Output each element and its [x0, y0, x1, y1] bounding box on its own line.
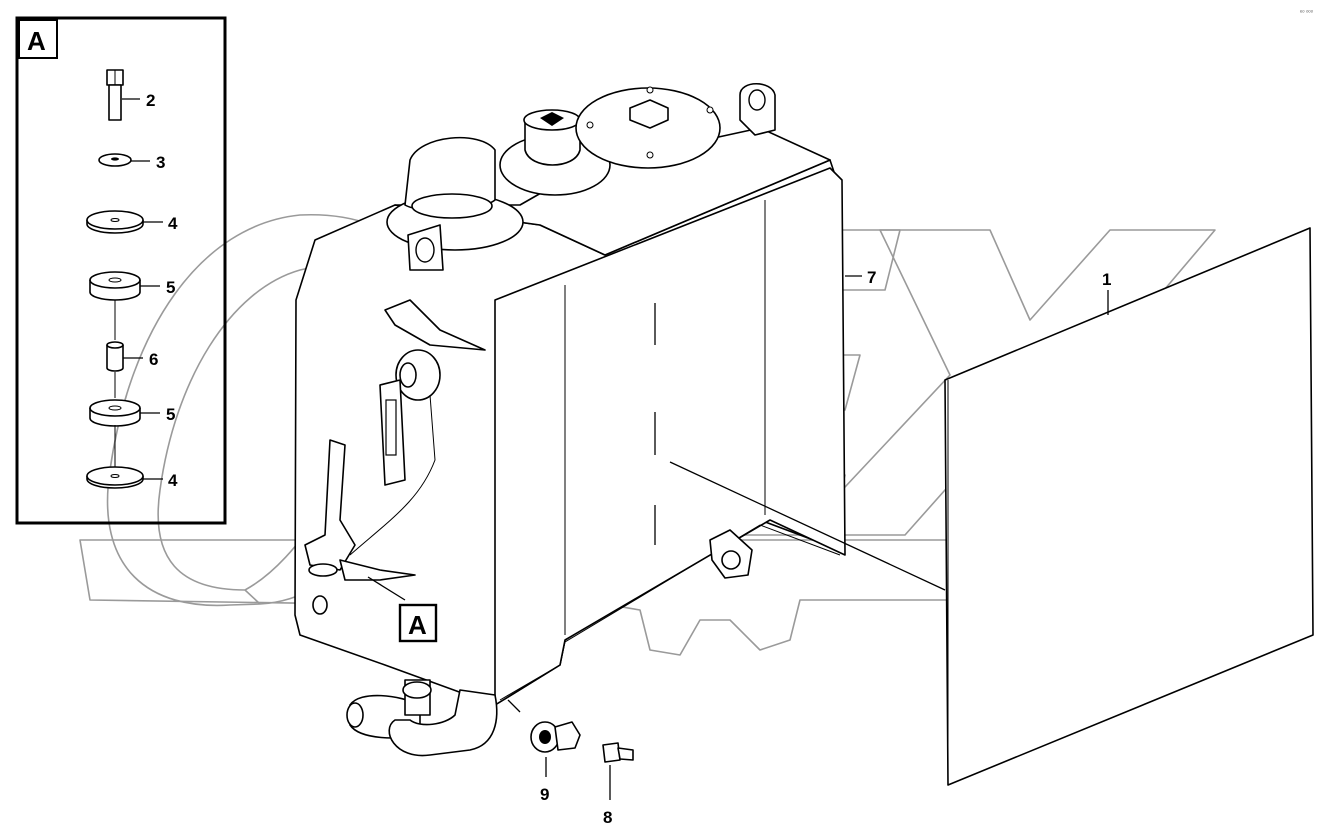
detail-reference-box	[398, 603, 438, 643]
detail-a-label-box	[18, 19, 58, 59]
mounting-bracket	[304, 439, 416, 581]
callout-6: 6	[149, 350, 158, 369]
rubber-mount-part-upper	[89, 271, 141, 301]
detail-a-label: A	[27, 26, 46, 56]
callout-5-bottom: 5	[166, 405, 175, 424]
drain-plug-part	[602, 742, 634, 763]
cover-plate-part	[944, 227, 1314, 786]
callout-4-top: 4	[168, 214, 178, 233]
callout-1: 1	[1102, 270, 1111, 289]
large-washer-part-lower	[86, 466, 144, 489]
hydraulic-tank-assembly	[294, 82, 846, 763]
lifting-eye	[739, 82, 776, 136]
tank-side-panel	[494, 167, 846, 706]
tank-port	[312, 595, 328, 615]
corner-mark: ᵉᵒ ᵒᵒᵒ	[1300, 10, 1314, 16]
detail-a-panel: A 2 3 4 5	[15, 16, 227, 525]
filter-cap	[386, 136, 524, 271]
breather-cap	[499, 109, 611, 196]
callout-7: 7	[867, 268, 876, 287]
callout-3: 3	[156, 153, 165, 172]
small-washer-part	[98, 153, 132, 167]
tank-lid	[575, 86, 721, 169]
callout-8: 8	[603, 808, 612, 827]
large-washer-part	[86, 210, 144, 234]
drain-fitting-part	[530, 721, 581, 753]
underside-clamp	[709, 529, 753, 579]
callout-2: 2	[146, 91, 155, 110]
rubber-mount-part-lower	[89, 399, 141, 427]
sleeve-part	[106, 341, 124, 372]
tank-top-surface	[394, 127, 831, 256]
callout-5-top: 5	[166, 278, 175, 297]
level-gauge	[349, 299, 486, 556]
callout-4-bottom: 4	[168, 471, 178, 490]
bolt-part	[106, 69, 124, 121]
detail-reference-label: A	[408, 610, 427, 640]
suction-pipe	[346, 679, 498, 757]
callout-9: 9	[540, 785, 549, 804]
cover-plate-leader	[669, 461, 946, 591]
